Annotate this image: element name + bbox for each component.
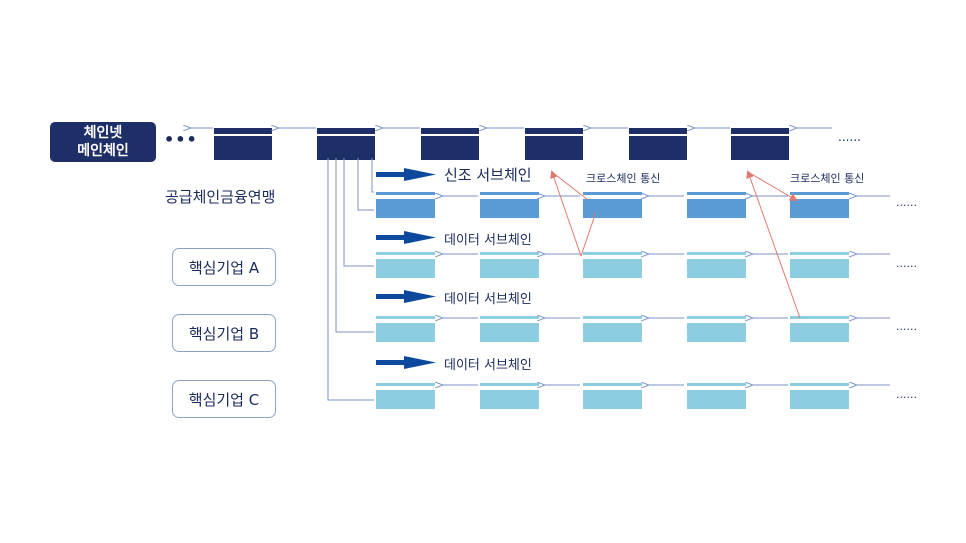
- main-chain-title-line2: 메인체인: [77, 143, 129, 159]
- main-chain-block: [525, 128, 583, 160]
- sub-chain-block: [687, 316, 746, 342]
- main-chain-block: [421, 128, 479, 160]
- sub-chain-block: [376, 252, 435, 278]
- sub-chain-block: [480, 383, 539, 409]
- sub-chain-block: [376, 192, 435, 218]
- sub-chain-label: 데이터 서브체인: [444, 292, 532, 307]
- sub-chain-block: [583, 383, 642, 409]
- sub-chain-block: [687, 192, 746, 218]
- main-chain-ellipsis-left: •••: [164, 130, 198, 149]
- cross-chain-label: 크로스체인 통신: [586, 172, 661, 185]
- sub-chain-label: 신조 서브체인: [444, 166, 532, 184]
- sub-chain-block: [583, 192, 642, 218]
- sub-chain-block: [376, 316, 435, 342]
- main-chain-title: 체인넷 메인체인: [50, 122, 156, 162]
- sub-chain-block: [790, 252, 849, 278]
- sub-chain-label-arrows: [376, 168, 436, 369]
- sub-chain-block: [376, 383, 435, 409]
- main-chain-ellipsis-right: ......: [838, 130, 861, 144]
- sub-chain-block: [480, 192, 539, 218]
- core-company-c: 핵심기업 C: [172, 380, 276, 418]
- sub-chain-block: [790, 192, 849, 218]
- sub-chain-block: [480, 252, 539, 278]
- sub-chain-links: [442, 196, 890, 385]
- main-chain-block: [214, 128, 272, 160]
- main-chain-title-line1: 체인넷: [83, 125, 123, 141]
- core-company-b: 핵심기업 B: [172, 314, 276, 352]
- sub-chain-block: [790, 316, 849, 342]
- main-chain-block: [731, 128, 789, 160]
- sub-chain-block: [583, 252, 642, 278]
- sub-chain-block: [583, 316, 642, 342]
- core-company-a: 핵심기업 A: [172, 248, 276, 286]
- consortium-label: 공급체인금융연맹: [165, 188, 276, 206]
- sub-chain-block: [687, 383, 746, 409]
- main-chain-block: [629, 128, 687, 160]
- sub-chain-block: [687, 252, 746, 278]
- sub-chain-label: 데이터 서브체인: [444, 233, 532, 248]
- sub-chain-ellipsis: ......: [896, 388, 917, 401]
- cross-chain-arrows: [550, 170, 801, 319]
- sub-chain-block: [480, 316, 539, 342]
- sub-chain-block: [790, 383, 849, 409]
- sub-chain-ellipsis: ......: [896, 257, 917, 270]
- main-chain-block: [317, 128, 375, 160]
- sub-chain-label: 데이터 서브체인: [444, 358, 532, 373]
- sub-chain-ellipsis: ......: [896, 196, 917, 209]
- cross-chain-label: 크로스체인 통신: [790, 172, 865, 185]
- sub-chain-ellipsis: ......: [896, 320, 917, 333]
- branch-lines: [327, 158, 374, 401]
